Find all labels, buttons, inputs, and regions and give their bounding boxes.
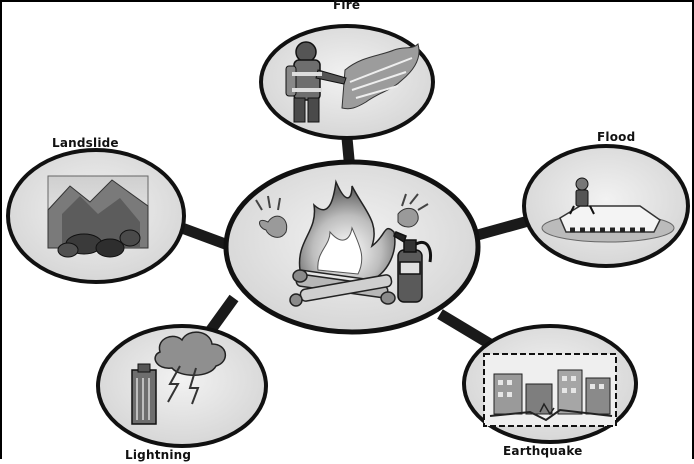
node-label-landslide: Landslide [52,136,119,150]
node-label-fire: Fire [333,0,361,12]
mountain-rocks-icon [47,175,149,258]
connector-flood [472,214,534,242]
node-flood [522,144,690,268]
node-earthquake [462,324,638,444]
node-label-flood: Flood [597,130,636,144]
node-landslide [6,148,186,284]
collapsed-buildings-icon [483,353,617,427]
node-fire [259,24,435,140]
flooded-car-icon [541,177,675,243]
campfire-extinguisher-icon [255,179,432,307]
connectors [180,137,534,355]
firefighter-icon [285,41,420,123]
node-lightning [96,324,268,448]
center-node [223,159,481,335]
storm-cloud-building-icon [131,331,226,425]
node-label-earthquake: Earthquake [503,444,583,458]
node-label-lightning: Lightning [125,448,192,462]
